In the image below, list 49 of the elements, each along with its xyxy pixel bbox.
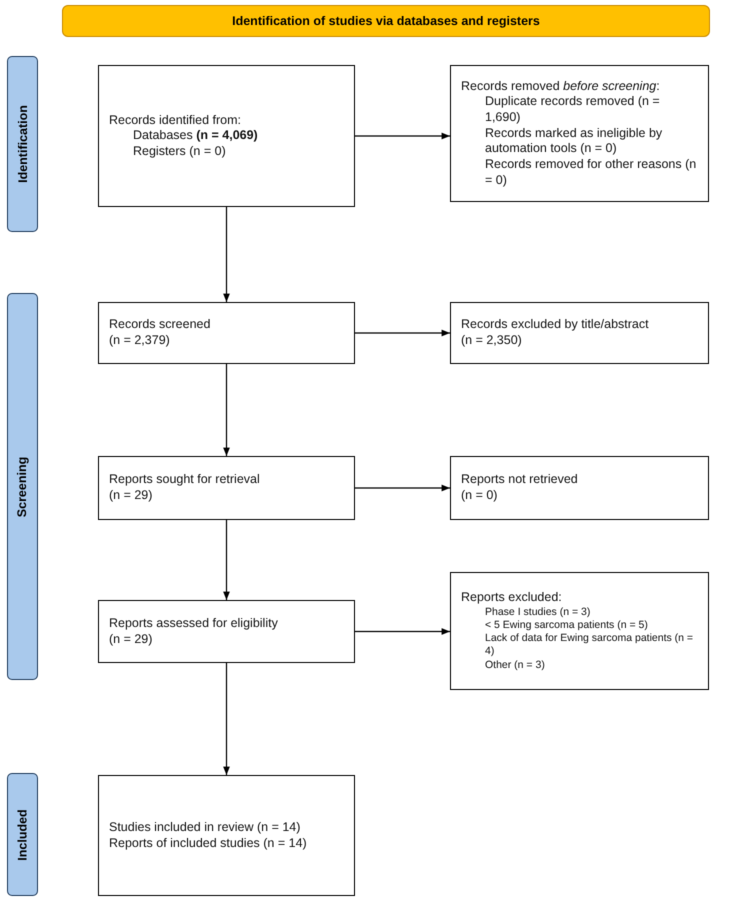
- box-text: (n = 0): [461, 488, 498, 504]
- arrow: [355, 330, 450, 336]
- process-box: [98, 775, 355, 896]
- arrow: [355, 628, 450, 635]
- phase-label: Screening: [16, 456, 30, 517]
- phase-band: [7, 56, 38, 232]
- arrow: [223, 207, 230, 302]
- box-text: Records removed before screening:: [461, 78, 661, 94]
- box-text: Records screened: [109, 317, 212, 333]
- process-box: [98, 302, 355, 364]
- banner-title: Identification of studies via databases and registers: [232, 14, 540, 28]
- arrow: [223, 663, 230, 775]
- box-text: Registers (n = 0): [132, 144, 227, 160]
- box-text: Reports of included studies (n = 14): [109, 836, 308, 852]
- process-box: [98, 600, 355, 663]
- arrow: [355, 132, 450, 140]
- phase-band: [7, 293, 38, 680]
- box-text: Reports sought for retrieval: [109, 472, 261, 488]
- box-text: Other (n = 3): [484, 658, 546, 672]
- box-text: Phase I studies (n = 3): [484, 606, 592, 620]
- phase-band: [7, 773, 38, 896]
- box-text: Lack of data for Ewing sarcoma patients (n = 4): [484, 632, 694, 658]
- box-text: Reports excluded:: [461, 590, 563, 606]
- phase-label: Included: [16, 808, 30, 860]
- arrow: [223, 520, 230, 600]
- box-text: (n = 29): [109, 488, 154, 504]
- box-text: Records marked as ineligible by automation tools (n = 0): [484, 126, 664, 157]
- box-text: Reports assessed for eligibility: [109, 616, 279, 632]
- arrow: [355, 484, 450, 492]
- process-box: [450, 65, 709, 202]
- box-text: Records removed for other reasons (n = 0): [484, 156, 698, 188]
- arrow: [223, 364, 230, 456]
- box-text: Studies included in review (n = 14): [109, 820, 302, 836]
- box-text: Records identified from:: [109, 112, 242, 128]
- process-box: [450, 456, 709, 520]
- box-text: < 5 Ewing sarcoma patients (n = 5): [484, 619, 649, 632]
- title-banner: [62, 5, 710, 37]
- box-text: Reports not retrieved: [461, 472, 579, 488]
- box-text: Duplicate records removed (n = 1,690): [484, 94, 661, 126]
- box-text: Databases (n = 4,069): [132, 128, 259, 144]
- process-box: [98, 456, 355, 520]
- box-text: (n = 2,350): [461, 333, 523, 349]
- box-text: Records excluded by title/abstract: [461, 317, 650, 333]
- process-box: [98, 65, 355, 207]
- process-box: [450, 302, 709, 364]
- box-text: (n = 2,379): [109, 333, 171, 349]
- box-text: (n = 29): [109, 632, 154, 648]
- phase-label: Identification: [16, 105, 30, 183]
- process-box: [450, 572, 709, 690]
